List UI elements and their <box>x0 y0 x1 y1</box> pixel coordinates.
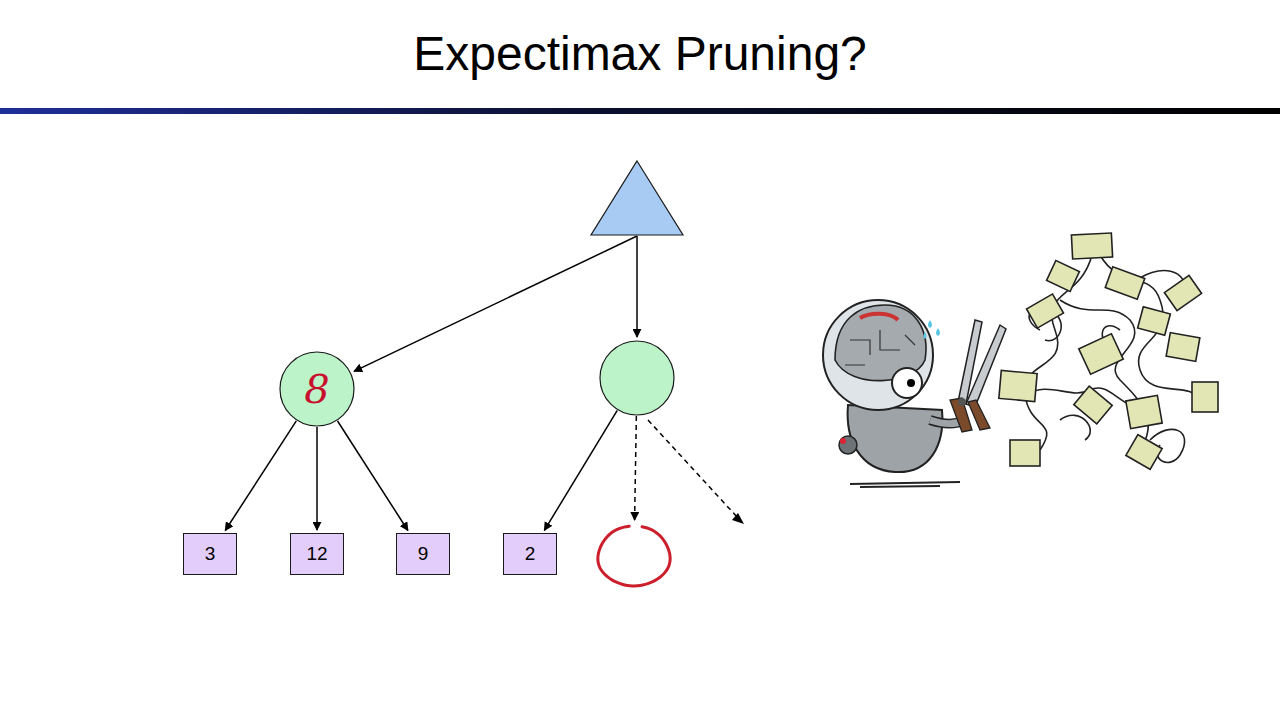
leaf-value: 9 <box>418 543 429 565</box>
chance-node <box>599 340 675 416</box>
leaf-value: 2 <box>525 543 536 565</box>
leaf-value: 12 <box>306 543 327 565</box>
tree-arrow <box>338 421 408 531</box>
tree-arrow <box>544 410 617 530</box>
leaf-value-box: 2 <box>503 533 557 575</box>
title-rule <box>0 108 1280 114</box>
max-node-outline <box>590 160 684 236</box>
leaf-value-box: 3 <box>183 533 237 575</box>
chance-node-outline <box>599 340 675 416</box>
tree-arrow <box>225 421 296 531</box>
pruned-leaf-mark-outline <box>595 523 673 589</box>
tree-arrow <box>636 236 638 337</box>
handwritten-value: 8 <box>304 366 329 412</box>
tree-arrow <box>354 236 637 371</box>
leaf-value-box: 9 <box>396 533 450 575</box>
slide-title: Expectimax Pruning? <box>0 26 1280 81</box>
leaf-value-box: 12 <box>290 533 344 575</box>
chance-node: 8 <box>279 351 355 427</box>
robot-illustration <box>823 233 1218 487</box>
leaf-value: 3 <box>205 543 216 565</box>
max-node <box>590 160 684 236</box>
dashed-stub-arrow <box>648 420 744 524</box>
pruned-leaf-mark <box>595 523 673 589</box>
tree-arrow <box>316 427 318 530</box>
dashed-arrow <box>635 416 637 520</box>
